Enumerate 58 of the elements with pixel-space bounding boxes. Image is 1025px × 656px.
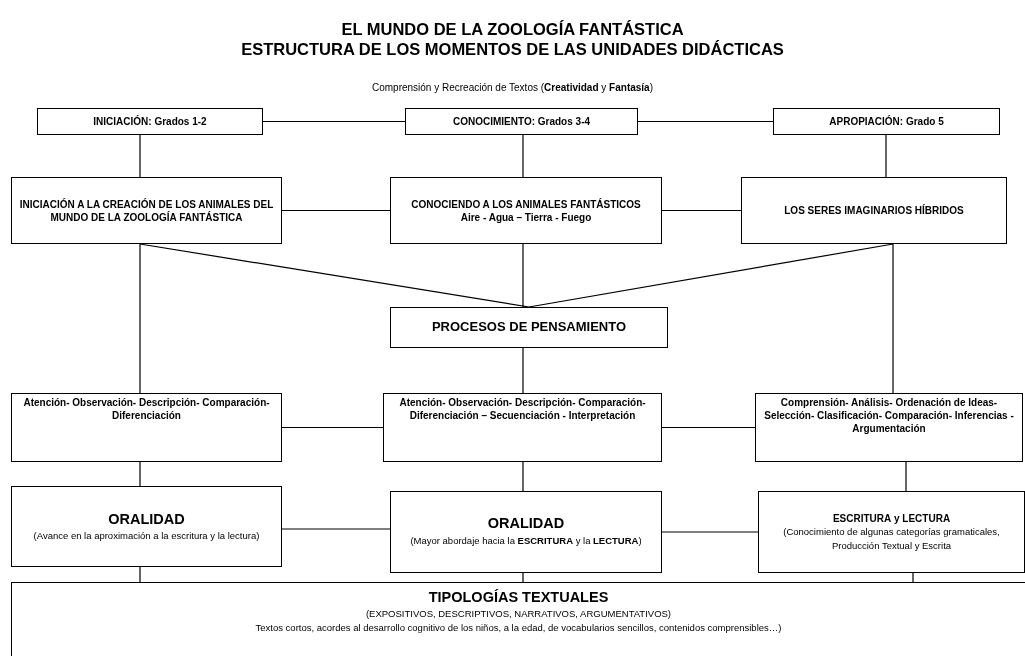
stage-box — [11, 582, 1025, 656]
box-text: INICIACIÓN A LA CREACIÓN DE LOS ANIMALES DEL MUNDO DE LA ZOOLOGÍA FANTÁSTICA — [18, 197, 275, 224]
connector-line — [661, 531, 759, 533]
connector-line — [281, 426, 384, 429]
connector-line — [522, 243, 524, 308]
stage-box — [758, 491, 1025, 573]
connector-line — [912, 572, 914, 583]
stage-box — [405, 108, 638, 135]
connector-line — [139, 243, 141, 394]
stage-box — [741, 177, 1007, 244]
connector-line — [522, 461, 524, 492]
connector-line — [262, 120, 406, 123]
box-text: CONOCIENDO A LOS ANIMALES FANTÁSTICOS — [411, 197, 641, 211]
connector-line — [905, 461, 907, 492]
stage-box — [11, 177, 282, 244]
box-subtext: Aire - Agua – Tierra - Fuego — [460, 210, 592, 224]
box-text: (Mayor abordaje hacia la ESCRITURA y la LECTURA) — [410, 534, 642, 549]
connector-line — [885, 134, 887, 178]
connector-line — [522, 134, 524, 178]
connector-line — [522, 347, 524, 394]
box-heading: ORALIDAD — [487, 514, 565, 534]
stage-box — [773, 108, 1000, 135]
connector-line — [281, 528, 391, 530]
box-heading: TIPOLOGÍAS TEXTUALES — [428, 588, 609, 607]
box-text: (Conocimiento de algunas categorías gramaticales, Producción Textual y Escrita — [782, 524, 1001, 553]
stage-box — [11, 393, 282, 462]
connector-line — [892, 243, 894, 394]
box-text: APROPIACIÓN: Grado 5 — [829, 115, 944, 128]
box-text: (EXPOSITIVOS, DESCRIPTIVOS, NARRATIVOS, ARGUMENTATIVOS) — [365, 606, 672, 621]
stage-box — [37, 108, 263, 135]
stage-box — [390, 177, 662, 244]
box-text: Atención- Observación- Descripción- Comparación- Diferenciación — [22, 396, 271, 422]
box-heading: ESCRITURA y LECTURA — [832, 511, 951, 525]
caption-text: Comprensión y Recreación de Textos (Creatividad y Fantasía) — [371, 82, 654, 93]
subtitle: ESTRUCTURA DE LOS MOMENTOS DE LAS UNIDADES DIDÁCTICAS — [240, 40, 785, 59]
connector-line — [139, 461, 141, 487]
connector-line — [281, 209, 391, 212]
box-text: LOS SERES IMAGINARIOS HÍBRIDOS — [784, 204, 964, 217]
box-heading: PROCESOS DE PENSAMIENTO — [431, 319, 627, 336]
title: EL MUNDO DE LA ZOOLOGÍA FANTÁSTICA — [340, 20, 685, 39]
box-text: Atención- Observación- Descripción- Comparación- Diferenciación – Secuenciación - Interpretación — [398, 396, 647, 422]
connector-line — [139, 566, 141, 583]
stage-box — [383, 393, 662, 462]
stage-box — [11, 486, 282, 567]
box-heading: ORALIDAD — [108, 510, 185, 530]
stage-box — [390, 307, 668, 348]
connector-line — [522, 572, 524, 583]
box-text: INICIACIÓN: Grados 1-2 — [93, 115, 207, 128]
box-text: Comprensión- Análisis- Ordenación de Ideas- Selección- Clasificación- Comparación- Inferencias - Argumentación — [763, 396, 1015, 435]
box-text: Textos cortos, acordes al desarrollo cognitivo de los niños, a la edad, de vocabularios sencillos, contenidos comprensibles…) — [255, 620, 782, 635]
connector-line — [661, 209, 742, 212]
box-text: (Avance en la aproximación a la escritura y la lectura) — [33, 529, 260, 543]
box-text: CONOCIMIENTO: Grados 3-4 — [452, 115, 591, 128]
stage-box — [755, 393, 1023, 462]
connector-line — [661, 426, 756, 429]
connector-line — [637, 120, 774, 123]
connector-line — [139, 134, 141, 178]
stage-box — [390, 491, 662, 573]
